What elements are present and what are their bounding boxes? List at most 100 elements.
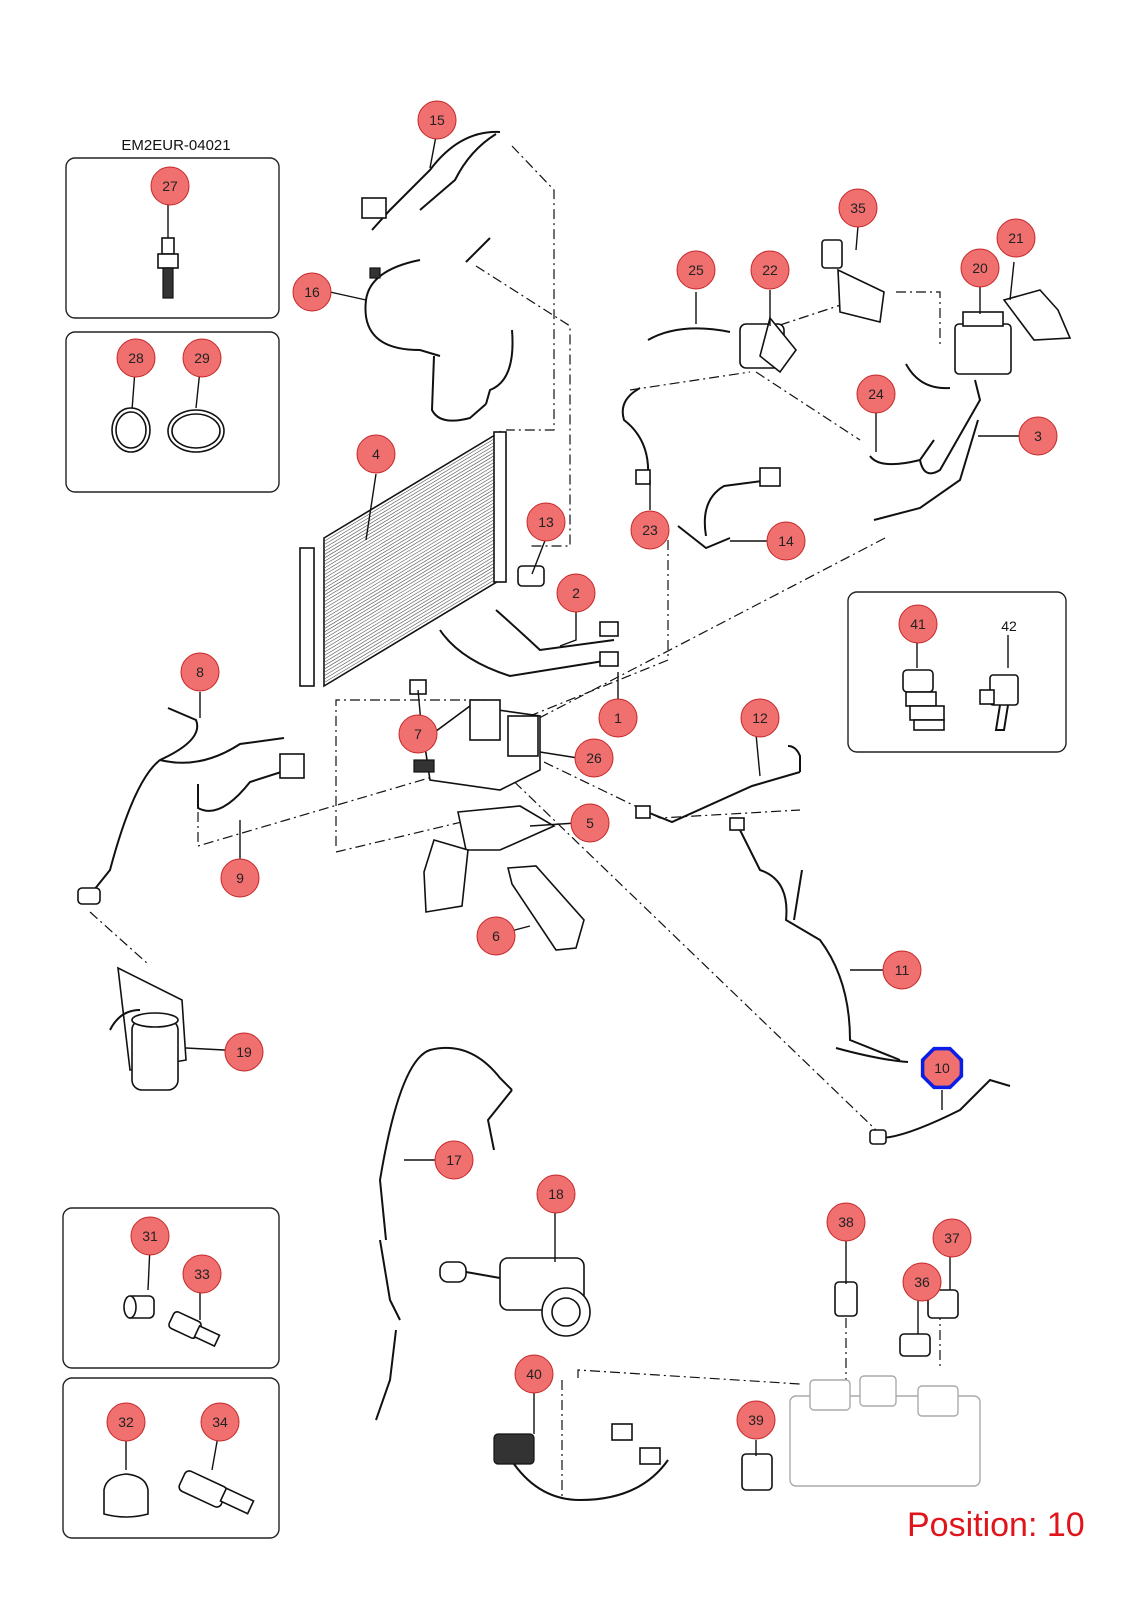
callout-39[interactable]: 39 [736, 1400, 776, 1440]
callout-label: 19 [236, 1044, 252, 1060]
callout-12[interactable]: 12 [740, 698, 780, 738]
callout-label: 28 [128, 350, 144, 366]
callout-circle[interactable] [736, 1400, 776, 1440]
callout-34[interactable]: 34 [200, 1402, 240, 1442]
callout-27[interactable]: 27 [150, 166, 190, 206]
callout-9[interactable]: 9 [220, 858, 260, 898]
callout-15[interactable]: 15 [417, 100, 457, 140]
callout-circle[interactable] [220, 858, 260, 898]
callout-circle[interactable] [106, 1402, 146, 1442]
callout-label: 8 [196, 664, 204, 680]
callout-circle[interactable] [574, 738, 614, 778]
callout-circle[interactable] [960, 248, 1000, 288]
callout-circle[interactable] [898, 604, 938, 644]
callout-circle[interactable] [556, 573, 596, 613]
callout-label: 35 [850, 200, 866, 216]
callout-29[interactable]: 29 [182, 338, 222, 378]
callout-circle[interactable] [356, 434, 396, 474]
callout-14[interactable]: 14 [766, 521, 806, 561]
callout-label: 13 [538, 514, 554, 530]
callout-label: 3 [1034, 428, 1042, 444]
callout-13[interactable]: 13 [526, 502, 566, 542]
callout-circle[interactable] [826, 1202, 866, 1242]
callout-circle[interactable] [598, 698, 638, 738]
callout-21[interactable]: 21 [996, 218, 1036, 258]
callout-8[interactable]: 8 [180, 652, 220, 692]
assembly-lines [89, 145, 941, 1500]
callout-41[interactable]: 41 [898, 604, 938, 644]
callout-circle[interactable] [838, 188, 878, 228]
callout-22[interactable]: 22 [750, 250, 790, 290]
callout-17[interactable]: 17 [434, 1140, 474, 1180]
callout-7[interactable]: 7 [398, 714, 438, 754]
callout-31[interactable]: 31 [130, 1216, 170, 1256]
callout-circle[interactable] [182, 1254, 222, 1294]
callout-circle[interactable] [180, 652, 220, 692]
callout-circle[interactable] [676, 250, 716, 290]
callout-circle[interactable] [398, 714, 438, 754]
callout-37[interactable]: 37 [932, 1218, 972, 1258]
callout-circle[interactable] [116, 338, 156, 378]
callout-32[interactable]: 32 [106, 1402, 146, 1442]
callout-circle[interactable] [292, 272, 332, 312]
callout-label: 38 [838, 1214, 854, 1230]
callout-11[interactable]: 11 [882, 950, 922, 990]
reference-code: EM2EUR-04021 [121, 137, 230, 154]
callout-18[interactable]: 18 [536, 1174, 576, 1214]
callout-circle[interactable] [882, 950, 922, 990]
callout-circle[interactable] [514, 1354, 554, 1394]
callout-circle[interactable] [1018, 416, 1058, 456]
pump-22-25 [647, 316, 798, 374]
callout-circle[interactable] [150, 166, 190, 206]
callout-20[interactable]: 20 [960, 248, 1000, 288]
callout-38[interactable]: 38 [826, 1202, 866, 1242]
callout-4[interactable]: 4 [356, 434, 396, 474]
callout-1[interactable]: 1 [598, 698, 638, 738]
callout-circle[interactable] [902, 1262, 942, 1302]
callout-label: 26 [586, 750, 602, 766]
leader-lines [185, 135, 1024, 1456]
callout-10[interactable]: 10 [920, 1046, 964, 1090]
callout-40[interactable]: 40 [514, 1354, 554, 1394]
callout-23[interactable]: 23 [630, 510, 670, 550]
callout-circle[interactable] [224, 1032, 264, 1072]
callout-circle[interactable] [200, 1402, 240, 1442]
callout-circle[interactable] [750, 250, 790, 290]
callout-circle[interactable] [130, 1216, 170, 1256]
callout-36[interactable]: 36 [902, 1262, 942, 1302]
callout-circle[interactable] [856, 374, 896, 414]
callout-label: 17 [446, 1152, 462, 1168]
callout-circle[interactable] [476, 916, 516, 956]
callout-24[interactable]: 24 [856, 374, 896, 414]
hose-10 [869, 1078, 1011, 1145]
callout-19[interactable]: 19 [224, 1032, 264, 1072]
receiver-drier-19 [109, 966, 187, 1091]
callout-26[interactable]: 26 [574, 738, 614, 778]
callout-label: 4 [372, 446, 380, 462]
callout-25[interactable]: 25 [676, 250, 716, 290]
callout-circle[interactable] [526, 502, 566, 542]
callout-circle[interactable] [766, 521, 806, 561]
callout-label: 1 [614, 710, 622, 726]
callout-33[interactable]: 33 [182, 1254, 222, 1294]
callout-2[interactable]: 2 [556, 573, 596, 613]
callout-circle[interactable] [932, 1218, 972, 1258]
callout-circle[interactable] [570, 803, 610, 843]
callout-circle[interactable] [434, 1140, 474, 1180]
callout-35[interactable]: 35 [838, 188, 878, 228]
callout-label: 36 [914, 1274, 930, 1290]
callout-5[interactable]: 5 [570, 803, 610, 843]
callout-circle[interactable] [182, 338, 222, 378]
callout-circle[interactable] [996, 218, 1036, 258]
callout-16[interactable]: 16 [292, 272, 332, 312]
callout-label: 11 [895, 962, 910, 978]
callout-6[interactable]: 6 [476, 916, 516, 956]
harness-40 [493, 1423, 669, 1502]
callout-circle[interactable] [630, 510, 670, 550]
callout-circle[interactable] [417, 100, 457, 140]
callout-circle[interactable] [536, 1174, 576, 1214]
callout-circle[interactable] [740, 698, 780, 738]
callout-28[interactable]: 28 [116, 338, 156, 378]
inset-box-32-34 [62, 1377, 280, 1539]
callout-3[interactable]: 3 [1018, 416, 1058, 456]
